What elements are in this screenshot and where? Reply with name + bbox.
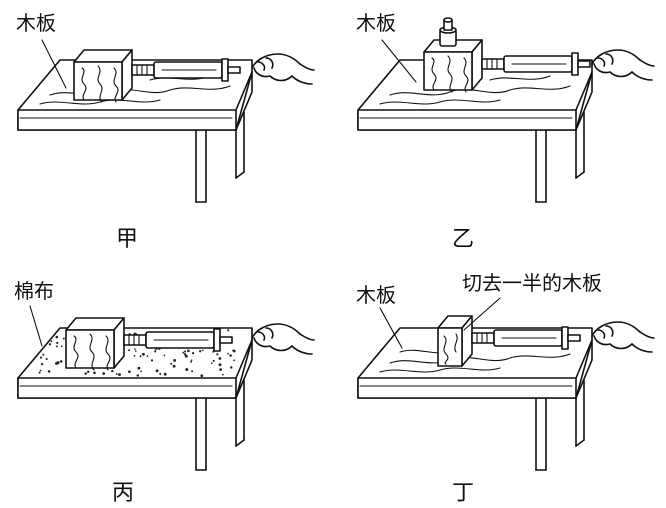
cloth-speckle [170,362,173,365]
panel-caption: 丁 [452,481,474,506]
cloth-speckle [140,370,142,373]
cloth-speckle [102,372,106,375]
cloth-speckle [128,370,131,373]
panel-yi: 木板 乙 [356,11,655,252]
cloth-speckle [59,360,63,363]
cloth-speckle [39,369,42,372]
cloth-speckle [183,353,187,356]
cloth-speckle [200,374,204,378]
cloth-speckle [227,352,229,355]
cloth-speckle [45,357,48,361]
cloth-speckle [155,369,159,373]
cloth-speckle [56,341,59,345]
wood-block [73,49,133,103]
cloth-speckle [41,362,44,366]
cloth-speckle [229,354,232,357]
cloth-speckle [191,370,194,373]
weight [439,17,457,47]
cloth-speckle [47,370,51,373]
cloth-speckle [187,349,190,353]
cloth-speckle [137,366,141,370]
surface-label: 木板 [356,11,396,35]
cloth-speckle [190,359,193,362]
cloth-speckle [199,350,202,353]
cloth-speckle [222,373,224,376]
surface-label: 木板 [16,11,56,35]
cloth-speckle [118,373,121,376]
cloth-speckle [128,349,131,352]
cloth-speckle [163,354,166,357]
cloth-speckle [227,329,230,332]
half-wood-block [437,315,473,367]
panel-caption: 甲 [116,227,138,252]
cloth-speckle [232,349,236,353]
cloth-speckle [216,353,219,356]
cloth-speckle [55,345,58,348]
panel-caption: 乙 [452,227,474,252]
cloth-speckle [184,354,188,358]
cloth-speckle [150,359,154,362]
cloth-speckle [172,364,176,368]
cloth-speckle [154,350,157,353]
panel-caption: 丙 [112,481,134,506]
panel-jia: 木板 甲 [16,11,315,252]
cloth-speckle [55,335,59,339]
hand [251,323,315,355]
cloth-speckle [182,351,185,354]
cloth-speckle [233,359,236,362]
hand [251,53,315,85]
surface-label: 木板 [356,283,396,307]
cloth-speckle [230,366,233,369]
cloth-speckle [218,357,222,360]
cloth-speckle [39,356,43,359]
cloth-speckle [146,355,149,357]
wood-block [65,317,125,371]
cloth-speckle [38,371,41,374]
cloth-speckle [62,337,65,340]
surface-label: 棉布 [14,279,54,303]
wood-block [423,39,483,93]
cloth-speckle [33,357,36,360]
cloth-speckle [135,350,137,352]
cloth-speckle [93,371,96,375]
cloth-speckle [159,372,162,375]
block-label: 切去一半的木板 [462,271,602,295]
cloth-speckle [86,370,90,374]
cloth-speckle [136,374,140,377]
cloth-speckle [134,348,136,350]
cloth-speckle [210,362,213,365]
cloth-speckle [141,352,145,356]
cloth-speckle [191,351,195,355]
cloth-speckle [201,349,204,352]
cloth-speckle [139,355,142,358]
panel-ding: 木板 切去一半的木板 丁 [356,271,655,506]
cloth-speckle [219,368,222,371]
cloth-speckle [218,363,222,367]
cloth-speckle [190,360,192,363]
cloth-speckle [42,353,45,356]
cloth-speckle [115,373,118,375]
hand [591,321,655,353]
cloth-speckle [163,372,167,376]
cloth-speckle [184,350,187,353]
cloth-speckle [154,349,157,352]
panel-bing: 棉布 丙 [14,279,315,506]
cloth-speckle [48,343,52,346]
cloth-speckle [185,368,189,371]
cloth-speckle [133,354,136,357]
cloth-speckle [56,361,60,365]
cloth-speckle [84,372,87,375]
cloth-speckle [60,345,63,348]
cloth-speckle [50,340,53,343]
hand [591,49,655,81]
cloth-speckle [111,369,114,373]
cloth-speckle [173,358,177,362]
cloth-speckle [212,359,215,362]
